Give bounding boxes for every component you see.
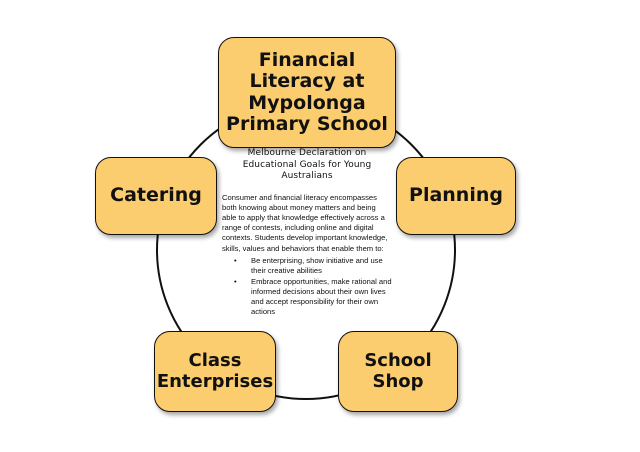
node-planning: Planning [396, 157, 516, 235]
node-school-shop: School Shop [338, 331, 458, 412]
node-financial-literacy: Financial Literacy at Mypolonga Primary … [218, 37, 396, 148]
bullet-icon: • [234, 255, 237, 265]
node-school-shop-label: School Shop [364, 350, 432, 392]
center-bullet-text: Be enterprising, show initiative and use… [251, 255, 383, 275]
node-financial-literacy-label: Financial Literacy at Mypolonga Primary … [226, 48, 388, 135]
node-planning-label: Planning [409, 184, 503, 207]
bullet-icon: • [234, 276, 237, 286]
node-catering: Catering [95, 157, 217, 235]
node-class-enterprises-label: Class Enterprises [156, 350, 274, 392]
center-bullet-item: • Be enterprising, show initiative and u… [234, 256, 392, 276]
center-title: Melbourne Declaration on Educational Goa… [242, 148, 372, 182]
center-bullet-item: • Embrace opportunities, make rational a… [234, 277, 392, 317]
center-body: Consumer and financial literacy encompas… [222, 193, 388, 253]
node-class-enterprises: Class Enterprises [154, 331, 276, 412]
center-text-block: Melbourne Declaration on Educational Goa… [222, 148, 392, 318]
center-bullet-list: • Be enterprising, show initiative and u… [222, 256, 392, 318]
center-bullet-text: Embrace opportunities, make rational and… [251, 276, 392, 317]
node-catering-label: Catering [110, 184, 202, 207]
